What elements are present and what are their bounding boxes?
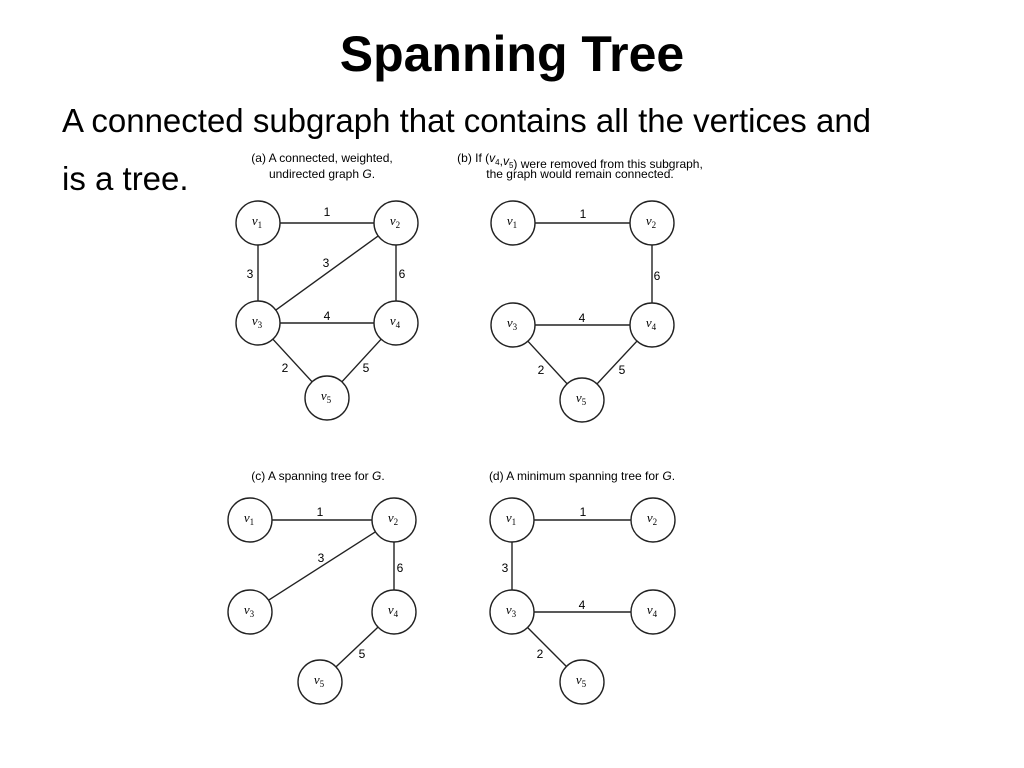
vertex-label-v1: v1: [252, 213, 262, 230]
edge-v4-v5: [341, 338, 382, 383]
edge-v3-v5: [272, 338, 313, 383]
vertex-label-v3: v3: [252, 313, 263, 330]
graph-d-caption-line: (d) A minimum spanning tree for G.: [489, 469, 675, 483]
vertex-node-v2: [630, 497, 676, 543]
vertex-label-v1: v1: [244, 510, 254, 527]
vertex-label-v2: v2: [647, 510, 657, 527]
vertex-label-v4: v4: [388, 602, 399, 619]
vertex-node-v1: [490, 200, 536, 246]
graph-a-caption-line: (a) A connected, weighted,: [251, 151, 392, 165]
vertex-node-v5: [559, 377, 605, 423]
edge-weight-label: 3: [323, 256, 330, 270]
body-line-1: A connected subgraph that contains all t…: [62, 102, 872, 139]
graph-c: (c) A spanning tree for G. 1 3 6 5 v1 v2 v3 v4 v5: [227, 469, 417, 705]
edge-v3-v5: [527, 340, 568, 385]
edge-weight-label: 3: [318, 551, 325, 565]
edge-weight-label: 1: [324, 205, 331, 219]
slide-body-text: A connected subgraph that contains all t…: [62, 92, 982, 208]
vertex-node-v3: [235, 300, 281, 346]
vertex-node-v4: [629, 302, 675, 348]
vertex-label-v4: v4: [646, 315, 657, 332]
vertex-label-v5: v5: [314, 672, 325, 689]
vertex-label-v4: v4: [390, 313, 401, 330]
slide-title: Spanning Tree: [339, 26, 685, 82]
vertex-node-v3: [227, 589, 273, 635]
vertex-node-v3: [489, 589, 535, 635]
edge-weight-label: 6: [654, 269, 661, 283]
edge-v2-v3: [275, 235, 379, 311]
edge-weight-label: 4: [324, 309, 331, 323]
vertex-node-v2: [629, 200, 675, 246]
edge-weight-label: 1: [317, 505, 324, 519]
edge-v4-v5: [335, 626, 379, 668]
edge-weight-label: 2: [537, 647, 544, 661]
edge-weight-label: 3: [247, 267, 254, 281]
edge-weight-label: 5: [359, 647, 366, 661]
edge-v2-v3: [268, 531, 376, 601]
edge-weight-label: 1: [580, 207, 587, 221]
edge-weight-label: 2: [282, 361, 289, 375]
vertex-node-v1: [227, 497, 273, 543]
vertex-label-v3: v3: [244, 602, 255, 619]
graph-a-caption-line: undirected graph G.: [269, 167, 375, 181]
edge-weight-label: 2: [538, 363, 545, 377]
graph-b-caption-line: the graph would remain connected.: [486, 167, 673, 181]
vertex-label-v2: v2: [388, 510, 398, 527]
graph-a: (a) A connected, weighted, undirected gra…: [235, 151, 419, 421]
vertex-label-v2: v2: [390, 213, 400, 230]
graph-b-caption-line: (b) If (v4,v5) were removed from this su…: [457, 151, 703, 171]
vertex-node-v4: [630, 589, 676, 635]
vertex-node-v5: [297, 659, 343, 705]
vertex-label-v3: v3: [507, 315, 518, 332]
vertex-label-v4: v4: [647, 602, 658, 619]
graph-d: (d) A minimum spanning tree for G. 1 3 4 2 v1…: [489, 469, 676, 705]
edge-weight-label: 5: [619, 363, 626, 377]
edge-weight-label: 6: [397, 561, 404, 575]
vertex-node-v1: [489, 497, 535, 543]
graph-c-caption-line: (c) A spanning tree for G.: [251, 469, 384, 483]
vertex-label-v2: v2: [646, 213, 656, 230]
vertex-label-v1: v1: [507, 213, 517, 230]
edge-weight-label: 4: [579, 311, 586, 325]
vertex-node-v5: [304, 375, 350, 421]
vertex-node-v1: [235, 200, 281, 246]
vertex-label-v1: v1: [506, 510, 516, 527]
edge-weight-label: 5: [363, 361, 370, 375]
vertex-node-v3: [490, 302, 536, 348]
edge-weight-label: 4: [579, 598, 586, 612]
vertex-label-v3: v3: [506, 602, 517, 619]
edge-v4-v5: [596, 340, 638, 385]
vertex-label-v5: v5: [576, 390, 587, 407]
vertex-label-v5: v5: [321, 388, 332, 405]
vertex-label-v5: v5: [576, 672, 587, 689]
edge-weight-label: 3: [502, 561, 509, 575]
vertex-node-v2: [371, 497, 417, 543]
graph-b: (b) If (v4,v5) were removed from this su…: [457, 151, 703, 423]
vertex-node-v4: [371, 589, 417, 635]
vertex-node-v2: [373, 200, 419, 246]
vertex-node-v5: [559, 659, 605, 705]
vertex-node-v4: [373, 300, 419, 346]
body-line-2: is a tree.: [62, 160, 189, 197]
edge-v3-v5: [527, 627, 567, 667]
edge-weight-label: 6: [399, 267, 406, 281]
edge-weight-label: 1: [580, 505, 587, 519]
